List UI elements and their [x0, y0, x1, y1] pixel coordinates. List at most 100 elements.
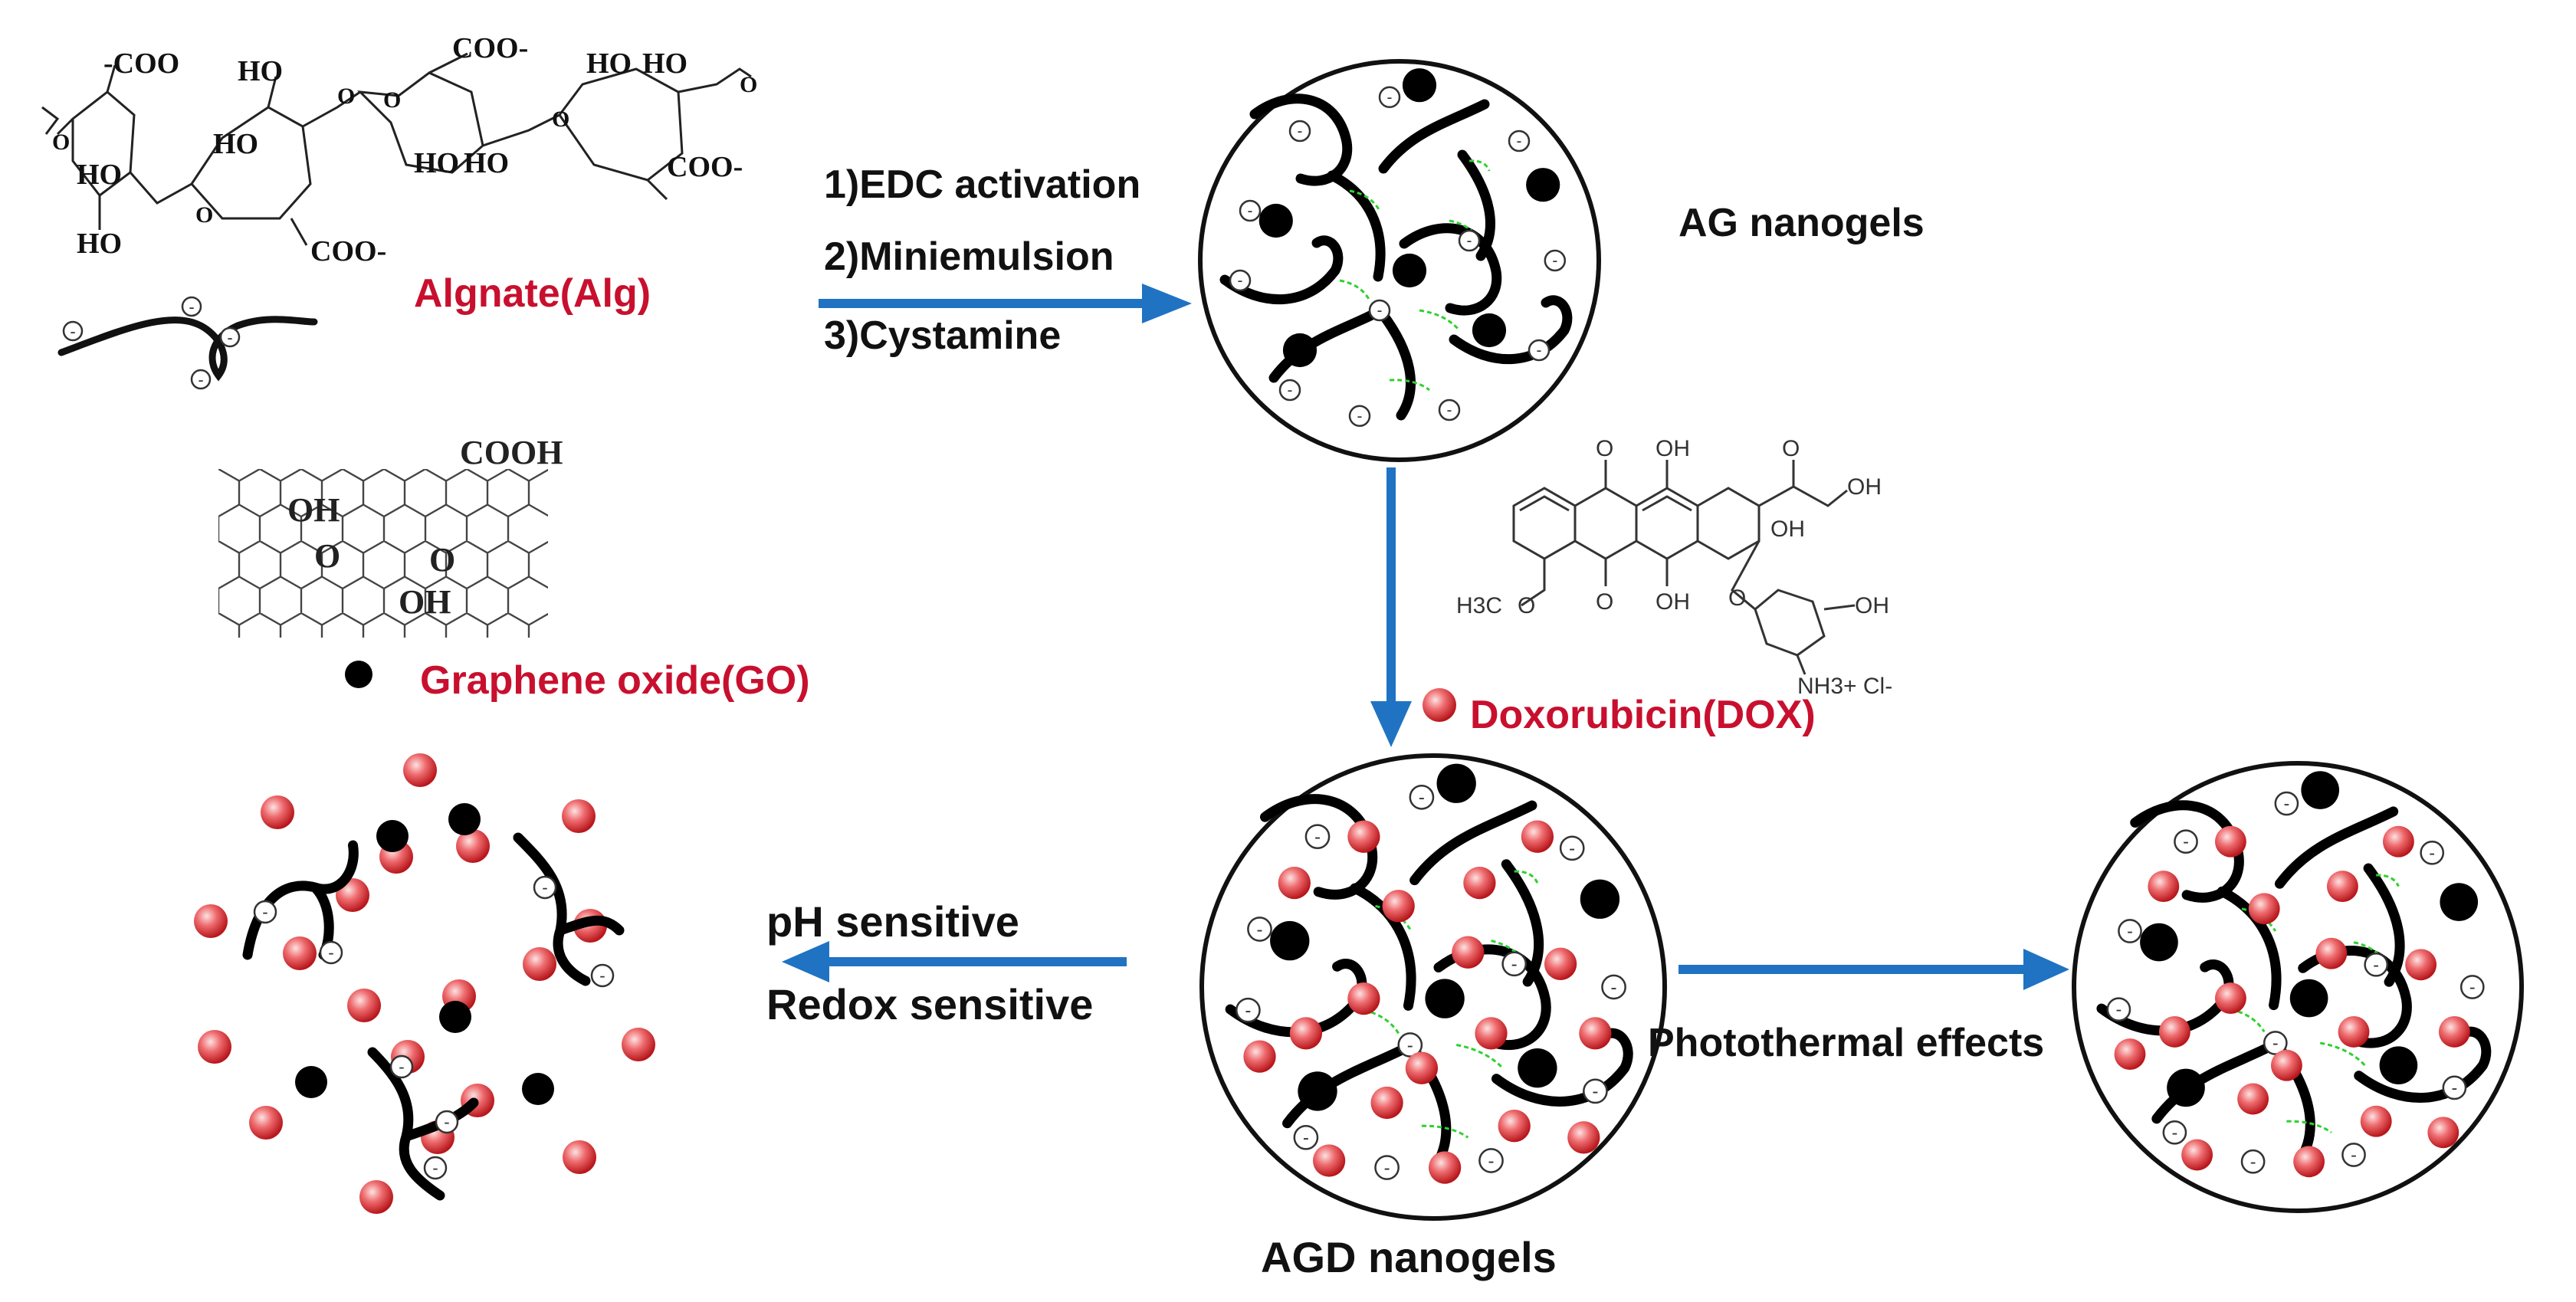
dox-oh-label-3: OH — [1770, 517, 1805, 542]
disulfide-crosslink-0 — [1349, 189, 1381, 212]
negative-charge-sign-6: - — [1611, 977, 1617, 998]
alg-chain-minus-1: - — [70, 322, 75, 341]
alg-o-label-4: O — [383, 87, 401, 113]
disulfide-crosslink-5 — [2376, 874, 2400, 887]
alg-ho-label-5: HO — [414, 147, 459, 179]
disulfide-crosslink-3 — [2319, 1041, 2366, 1067]
negative-charge-sign-3: - — [2250, 1152, 2256, 1172]
polymer-chain-1 — [2274, 806, 2399, 889]
doxorubicin-sphere-9 — [2181, 1139, 2213, 1171]
negative-charge-sign-released-5: - — [432, 1159, 438, 1178]
ag-nanogels-label: AG nanogels — [1679, 201, 1925, 245]
negative-charge-8 — [2274, 791, 2299, 816]
heated-nanogel: ------------ — [2072, 761, 2524, 1213]
negative-charge-sign-9: - — [1298, 123, 1303, 140]
doxorubicin-sphere-4 — [1243, 1040, 1276, 1073]
polymer-chain-1 — [1409, 800, 1537, 886]
doxorubicin-sphere-11 — [1567, 1121, 1600, 1154]
alg-coo-label-2: COO- — [452, 32, 528, 64]
negative-charge-4 — [1478, 1148, 1504, 1173]
negative-charge-7 — [2420, 840, 2445, 865]
redox-sensitive-label: Redox sensitive — [766, 980, 1093, 1028]
graphene-oxide-dot-0 — [1402, 68, 1437, 103]
loading-arrow-head — [1370, 701, 1412, 747]
disulfide-crosslink-3 — [1419, 309, 1461, 331]
negative-charge-sign-5: - — [1537, 342, 1542, 359]
negative-charge-sign-5: - — [1592, 1081, 1598, 1102]
dox-legend-sphere — [1423, 688, 1456, 722]
disulfide-crosslink-4 — [2286, 1120, 2332, 1134]
alg-ho-label-8: HO — [642, 48, 687, 80]
negative-charge-sign-4: - — [2351, 1145, 2357, 1165]
doxorubicin-sphere-15 — [1289, 1017, 1323, 1050]
alg-coo-label-4: COO- — [667, 151, 743, 183]
negative-charge-sign-3: - — [1357, 408, 1363, 425]
disulfide-crosslink-1 — [2353, 941, 2389, 966]
polymer-chain-3 — [2096, 959, 2234, 1036]
negative-charge-released-0 — [253, 900, 277, 924]
negative-charge-1 — [1239, 199, 1262, 222]
doxorubicin-sphere-released-7 — [283, 936, 317, 970]
alg-chain-minus-4: - — [198, 370, 203, 389]
doxorubicin-sphere-10 — [1428, 1151, 1462, 1184]
graphene-oxide-dot-5 — [1425, 979, 1465, 1018]
negative-charge-sign-released-1: - — [328, 943, 333, 963]
polymer-chain-4 — [2217, 886, 2282, 1011]
photothermal-arrow-head — [2023, 949, 2069, 990]
alg-o-label-2: O — [195, 202, 213, 228]
negative-charge-sign-released-6: - — [444, 1113, 449, 1132]
negative-charge-3 — [1348, 405, 1371, 428]
doxorubicin-sphere-9 — [1312, 1144, 1346, 1177]
polymer-chain-8 — [2354, 1026, 2492, 1103]
release-arrow-head — [782, 941, 829, 982]
negative-charge-11 — [1458, 229, 1481, 252]
negative-charge-5 — [2442, 1075, 2467, 1100]
negative-charge-sign-8: - — [1419, 788, 1425, 808]
alg-ho-label-1: HO — [77, 159, 122, 191]
doxorubicin-sphere-6 — [2315, 937, 2348, 969]
doxorubicin-sphere-0 — [1278, 866, 1311, 900]
doxorubicin-sphere-1 — [2214, 825, 2246, 858]
polymer-chain-8 — [1491, 1028, 1633, 1107]
negative-charge-sign-9: - — [2183, 831, 2189, 851]
doxorubicin-sphere-released-4 — [456, 829, 490, 863]
doxorubicin-sphere-released-13 — [622, 1028, 655, 1061]
doxorubicin-sphere-7 — [1498, 1110, 1531, 1143]
polymer-chain-3 — [1225, 959, 1367, 1038]
negative-charge-4 — [1438, 398, 1461, 421]
negative-charge-sign-5: - — [2452, 1077, 2458, 1097]
disulfide-crosslink-5 — [1514, 870, 1539, 884]
doxorubicin-structure — [1512, 460, 1856, 675]
dox-oh-label-4: OH — [1656, 589, 1690, 615]
polymer-chain-6 — [1282, 1043, 1410, 1129]
polymer-chain-8 — [1449, 295, 1573, 365]
negative-charge-0 — [1229, 269, 1252, 292]
alg-ho-label-6: HO — [464, 147, 509, 179]
graphene-oxide-dot-0 — [1436, 763, 1476, 803]
dox-nh3-label: NH3+ Cl- — [1797, 674, 1892, 699]
alg-o-label-3: O — [337, 84, 355, 109]
graphene-oxide-dot-3 — [1472, 313, 1507, 348]
negative-charge-sign-11: - — [1511, 954, 1518, 975]
dox-o-label-5: O — [1728, 585, 1746, 611]
negative-charge-released-6 — [435, 1110, 459, 1134]
alginate-structure — [41, 52, 752, 246]
negative-charge-8 — [1378, 86, 1401, 109]
negative-charge-2 — [2162, 1120, 2187, 1145]
graphene-oxide-label: Graphene oxide(GO) — [420, 658, 810, 703]
negative-charge-2 — [1278, 379, 1301, 402]
doxorubicin-sphere-released-10 — [347, 989, 381, 1022]
negative-charge-11 — [1501, 951, 1528, 977]
doxorubicin-sphere-5 — [1347, 982, 1380, 1015]
alg-ho-label-4: HO — [213, 128, 258, 160]
alginate-label: Algnate(Alg) — [414, 271, 651, 316]
go-o-label-1: O — [314, 537, 340, 575]
polymer-chain-released-2 — [367, 1047, 479, 1201]
negative-charge-sign-0: - — [2116, 999, 2122, 1019]
negative-charge-9 — [1304, 824, 1331, 850]
graphene-oxide-dot-2 — [1580, 879, 1620, 919]
doxorubicin-sphere-12 — [1579, 1017, 1612, 1050]
negative-charge-5 — [1583, 1078, 1608, 1104]
alg-coo-4: COO — [667, 151, 733, 183]
